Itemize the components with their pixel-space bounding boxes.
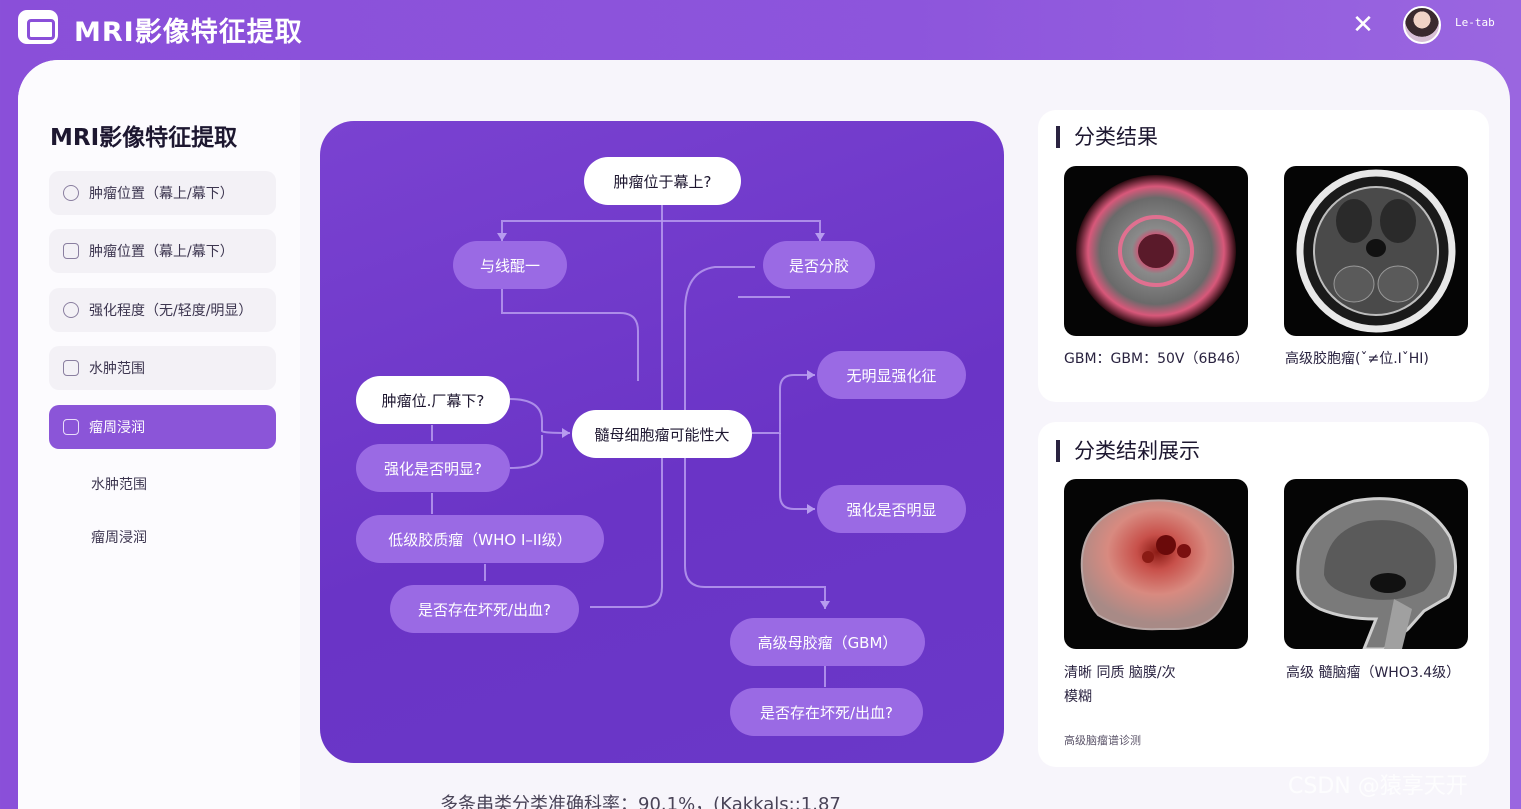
node-gbm[interactable]: 高级母胶瘤（GBM）	[730, 618, 925, 666]
scan-caption-medulloblastoma: 高级 髓脑瘤（WHO3.4级）	[1286, 665, 1461, 681]
calendar-icon	[63, 360, 79, 376]
watermark: CSDN @猿享天开	[1288, 774, 1468, 799]
sidebar-item-label: 肿瘤位置（幕上/幕下）	[89, 244, 234, 260]
scan-caption-blur: 模糊	[1064, 689, 1092, 705]
sidebar-title: MRI影像特征提取	[50, 125, 238, 151]
node-necrosis-left[interactable]: 是否存在坏死/出血?	[390, 585, 579, 633]
mri-scan-sagittal-gray[interactable]	[1284, 479, 1468, 649]
sidebar-item-label: 强化程度（无/轻度/明显）	[89, 303, 253, 319]
scan-image	[1296, 497, 1457, 649]
node-low-grade[interactable]: 低级胶质瘤（WHO I–II级）	[356, 515, 604, 563]
node-center[interactable]: 髓母细胞瘤可能性大	[572, 410, 752, 458]
node-left-branch[interactable]: 与线醌一	[453, 241, 567, 289]
node-necrosis-right[interactable]: 是否存在坏死/出血?	[730, 688, 923, 736]
sidebar-item-label: 瘤周浸润	[89, 420, 145, 436]
gauge-icon	[63, 302, 79, 318]
sidebar-item-tumor-location[interactable]: 肿瘤位置（幕上/幕下）	[49, 171, 276, 215]
node-left-question[interactable]: 肿瘤位.厂幕下?	[356, 376, 510, 424]
scan-image	[1296, 169, 1456, 333]
top-bar: MRI影像特征提取 ✕ Le-tab	[0, 0, 1521, 60]
sidebar-subitem-edema[interactable]: 水肿范围	[49, 462, 276, 506]
scan-note: 高级脑瘤谱诊测	[1064, 734, 1141, 747]
node-enhance-left[interactable]: 强化是否明显?	[356, 444, 510, 492]
scan-caption-clear: 清晰 同质 脑膜/次	[1064, 665, 1176, 681]
sidebar-item-label: 水肿范围	[91, 477, 147, 493]
folder-icon	[63, 419, 79, 435]
accuracy-metric: 多条串类分类准确科率：90.1%，(Kakkals::1.87	[440, 794, 841, 809]
scan-image	[1076, 175, 1236, 327]
brain-icon	[63, 185, 79, 201]
app-title: MRI影像特征提取	[74, 17, 303, 48]
sidebar-item-enhancement[interactable]: 强化程度（无/轻度/明显）	[49, 288, 276, 332]
display-title: 分类结剁展示	[1056, 440, 1200, 462]
mri-scan-axial-skull[interactable]	[1284, 166, 1468, 336]
node-right-top[interactable]: 无明显强化征	[817, 351, 966, 399]
node-right-branch[interactable]: 是否分胶	[763, 241, 875, 289]
node-enhance-right[interactable]: 强化是否明显	[817, 485, 966, 533]
connector-lines	[431, 205, 830, 687]
user-name: Le-tab	[1455, 16, 1495, 29]
scan-caption-gbm: GBM：GBM：50V（6B46）	[1064, 351, 1249, 367]
decision-tree-diagram: 肿瘤位于幕上? 与线醌一 是否分胶 肿瘤位.厂幕下? 髓母细胞瘤可能性大 强化是…	[320, 121, 1004, 763]
avatar[interactable]	[1403, 6, 1441, 44]
scan-caption-high-grade: 高级胶胞瘤(ˇ≠位.ⅠˇHⅠ)	[1285, 351, 1429, 367]
sidebar-item-label: 肿瘤位置（幕上/幕下）	[89, 186, 234, 202]
mri-scan-axial-gbm[interactable]	[1064, 166, 1248, 336]
sidebar-item-label: 瘤周浸润	[91, 530, 147, 546]
sidebar-item-infiltration[interactable]: 瘤周浸润	[49, 405, 276, 449]
app-logo-icon	[18, 10, 58, 44]
mri-scan-sagittal-heatmap[interactable]	[1064, 479, 1248, 649]
results-title: 分类结果	[1056, 126, 1158, 148]
sidebar-subitem-infiltration[interactable]: 瘤周浸润	[49, 515, 276, 559]
sidebar-item-label: 水肿范围	[89, 361, 145, 377]
scan-image	[1080, 499, 1235, 631]
document-icon	[63, 243, 79, 259]
close-icon[interactable]: ✕	[1352, 10, 1374, 40]
sidebar-item-tumor-location-2[interactable]: 肿瘤位置（幕上/幕下）	[49, 229, 276, 273]
sidebar-item-edema[interactable]: 水肿范围	[49, 346, 276, 390]
node-root[interactable]: 肿瘤位于幕上?	[584, 157, 741, 205]
